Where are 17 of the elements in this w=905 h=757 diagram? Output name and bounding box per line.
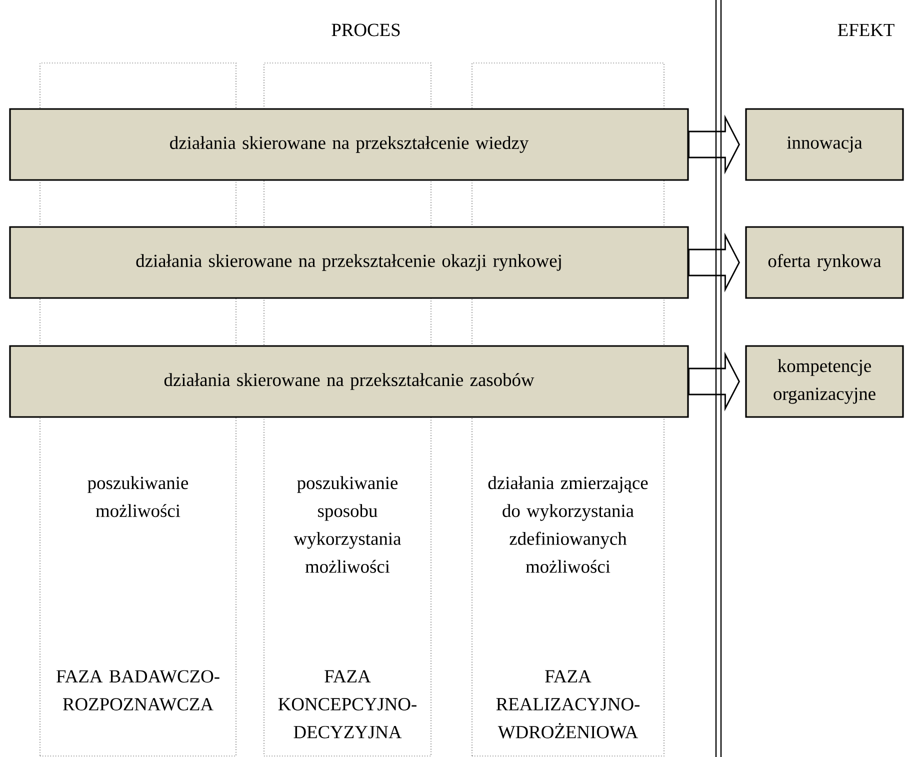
- section-heading: EFEKT: [838, 24, 894, 36]
- column-description: działania zmierzające do wykorzystania zdefiniowanych możliwości: [488, 476, 648, 573]
- effect-box: oferta rynkowa: [745, 226, 904, 299]
- column-description: poszukiwanie sposobu wykorzystania możliwości: [294, 476, 401, 573]
- phase-name: FAZA BADAWCZO-ROZPOZNAWCZA: [56, 670, 220, 711]
- block-arrow: [688, 232, 740, 292]
- phase-name: FAZA KONCEPCYJNO-DECYZYJNA: [278, 670, 416, 738]
- block-arrow: [688, 114, 740, 174]
- process-bar: działania skierowane na przekształcenie okazji rynkowej: [9, 226, 689, 299]
- process-bar: działania skierowane na przekształcenie wiedzy: [9, 108, 689, 181]
- phase-name: FAZA REALIZACYJNO-WDROŻENIOWA: [496, 670, 640, 738]
- section-heading: PROCES: [332, 24, 400, 36]
- effect-box: kompetencje organizacyjne: [745, 345, 904, 418]
- process-bar: działania skierowane na przekształcanie zasobów: [9, 345, 689, 418]
- effect-box: innowacja: [745, 108, 904, 181]
- column-description: poszukiwanie możliwości: [88, 476, 188, 518]
- block-arrow: [688, 352, 740, 412]
